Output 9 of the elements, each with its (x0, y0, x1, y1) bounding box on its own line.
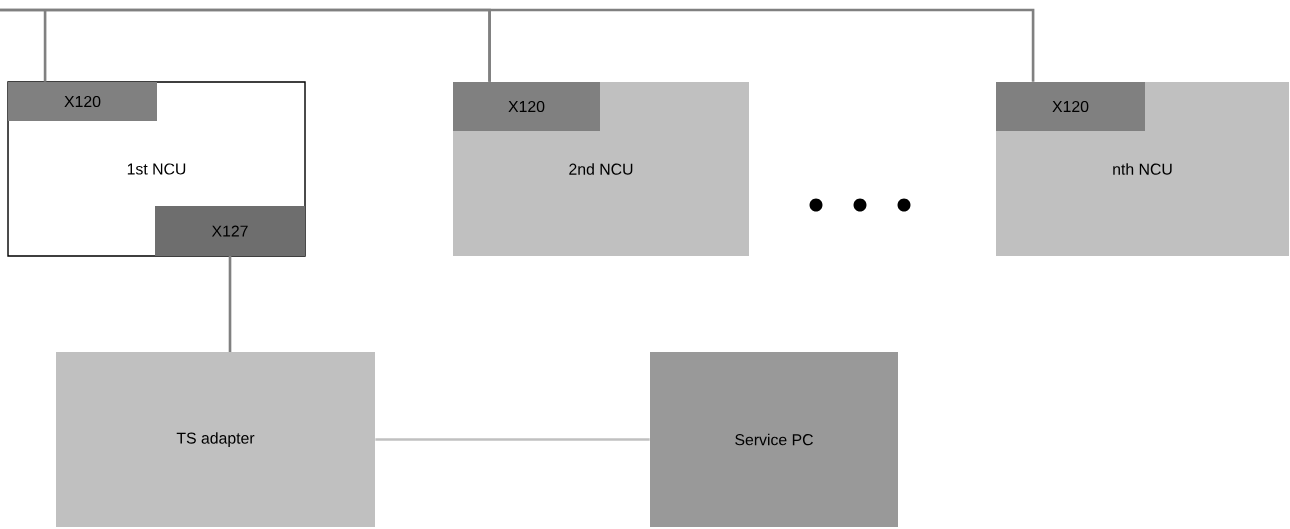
connector-port: X120 (8, 82, 157, 121)
device-box: TS adapter (56, 352, 375, 527)
connector-port: X127 (155, 206, 305, 256)
connecting-line (375, 438, 650, 441)
device-box: Service PC (650, 352, 898, 527)
connector-port: X120 (996, 82, 1145, 131)
connecting-line (228, 256, 232, 352)
connecting-line (0, 8, 1035, 82)
connector-port: X120 (453, 82, 600, 131)
